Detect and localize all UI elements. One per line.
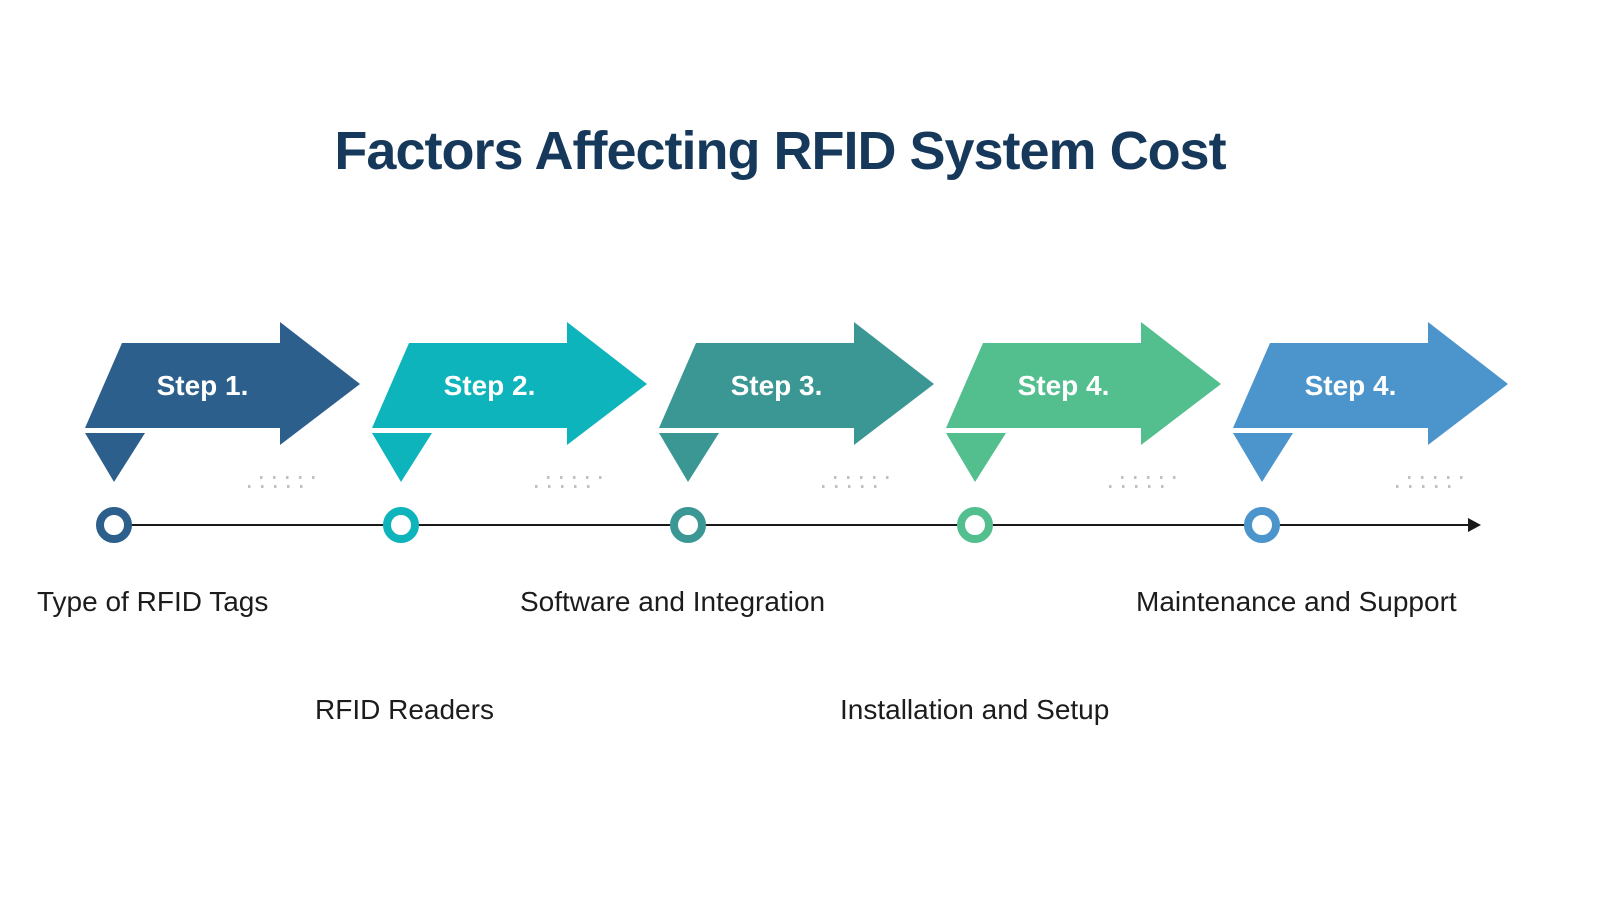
down-pointer-triangle: [659, 433, 719, 482]
right-arrow-shape: [1233, 322, 1508, 445]
down-pointer-triangle: [946, 433, 1006, 482]
dot-row: [535, 485, 593, 488]
dot-row: [1121, 476, 1179, 479]
page-title: Factors Affecting RFID System Cost: [334, 121, 1226, 181]
step-label-1: Step 1.: [156, 369, 249, 401]
right-arrow-shape: [372, 322, 647, 445]
right-arrow-shape: [946, 322, 1221, 445]
step-arrow-graphic-4: [946, 322, 1221, 482]
timeline-node-4: [957, 507, 993, 543]
step-arrow-graphic-2: [372, 322, 647, 482]
step-arrow-graphic-5: [1233, 322, 1508, 482]
dot-row: [822, 485, 880, 488]
right-arrow-shape: [659, 322, 934, 445]
step-label-3: Step 3.: [730, 369, 823, 401]
factor-label-maintenance-and-support: Maintenance and Support: [1136, 586, 1457, 617]
factor-label-installation-and-setup: Installation and Setup: [840, 694, 1110, 725]
step-label-4: Step 4.: [1017, 369, 1110, 401]
down-pointer-triangle: [85, 433, 145, 482]
step-unit-5: Step 4.: [1233, 322, 1509, 492]
step-label-5: Step 4.: [1304, 369, 1397, 401]
timeline-node-1: [96, 507, 132, 543]
step-unit-4: Step 4.: [946, 322, 1222, 492]
dot-row: [1408, 476, 1466, 479]
down-pointer-triangle: [372, 433, 432, 482]
step-label-2: Step 2.: [443, 369, 536, 401]
dot-row: [260, 476, 318, 479]
factor-label-software-and-integration: Software and Integration: [520, 586, 826, 617]
timeline-node-2: [383, 507, 419, 543]
timeline-line: [114, 524, 1474, 526]
timeline-node-3: [670, 507, 706, 543]
timeline-node-5: [1244, 507, 1280, 543]
dots-decoration: [535, 476, 605, 488]
step-unit-3: Step 3.: [659, 322, 935, 492]
dot-row: [1396, 485, 1454, 488]
dots-decoration: [248, 476, 318, 488]
dot-row: [834, 476, 892, 479]
step-arrow-graphic-3: [659, 322, 934, 482]
factor-label-rfid-readers: RFID Readers: [315, 694, 494, 725]
step-unit-1: Step 1.: [85, 322, 361, 492]
step-arrow-graphic-1: [85, 322, 360, 482]
dot-row: [547, 476, 605, 479]
right-arrow-shape: [85, 322, 360, 445]
dot-row: [248, 485, 306, 488]
down-pointer-triangle: [1233, 433, 1293, 482]
dots-decoration: [822, 476, 892, 488]
dots-decoration: [1396, 476, 1466, 488]
step-unit-2: Step 2.: [372, 322, 648, 492]
factor-label-type-of-rfid-tags: Type of RFID Tags: [37, 586, 269, 617]
dots-decoration: [1109, 476, 1179, 488]
timeline-arrowhead-icon: [1468, 518, 1481, 532]
dot-row: [1109, 485, 1167, 488]
